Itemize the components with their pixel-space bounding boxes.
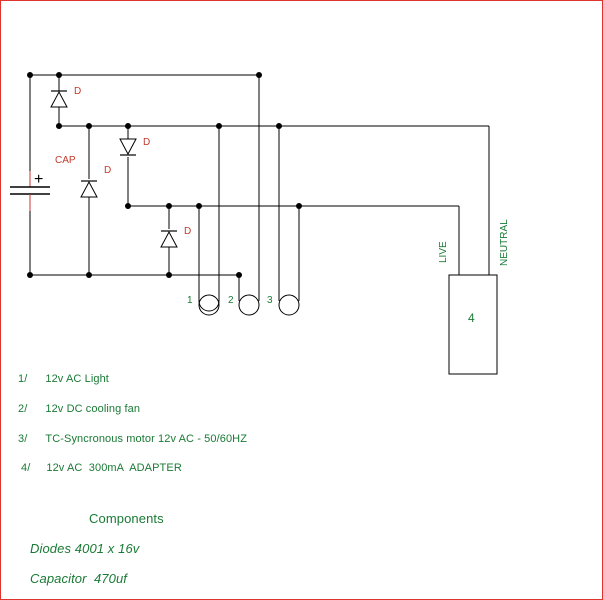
legend-num-4: 4/ [21,462,31,474]
adapter-label: 4 [468,311,475,325]
legend-num-1: 1/ [18,373,28,385]
legend-text-3: TC-Syncronous motor 12v AC - 50/60HZ [45,433,248,445]
load-2-symbol [238,294,260,316]
load-2-label: 2 [228,295,234,306]
diode-label-d4: D [184,226,191,237]
legend-text-1: 12v AC Light [45,373,109,385]
load-3-symbol [278,294,300,316]
junction-dots [27,72,302,278]
legend-text-4: 12v AC 300mA ADAPTER [46,462,182,474]
load-1-label: 1 [187,295,193,306]
capacitor-plus-sign: + [34,171,43,188]
legend-item-4: 4/12v AC 300mA ADAPTER [21,462,182,474]
diode-label-d1: D [74,86,81,97]
diode-d2 [80,179,98,198]
components-diodes: Diodes 4001 x 16v [30,541,140,556]
capacitor-symbol: + [10,171,50,211]
load-3-label: 3 [267,295,273,306]
legend-text-2: 12v DC cooling fan [45,403,141,415]
diode-d4 [160,229,178,248]
neutral-label: NEUTRAL [499,219,510,266]
adapter-box [448,274,498,375]
legend-num-2: 2/ [18,403,28,415]
diode-label-d2: D [104,165,111,176]
wires [29,74,490,301]
load-1-symbol [198,294,220,316]
capacitor-label: CAP [55,155,76,166]
diode-label-d3: D [143,137,150,148]
components-capacitor: Capacitor 470uf [30,571,127,586]
live-label: LIVE [438,241,449,263]
legend-num-3: 3/ [18,433,28,445]
legend-item-2: 2/12v DC cooling fan [18,403,140,415]
legend-item-1: 1/12v AC Light [18,373,109,385]
components-title: Components [89,511,164,526]
diode-d3 [119,138,137,157]
diode-d1 [50,81,68,117]
legend-item-3: 3/TC-Syncronous motor 12v AC - 50/60HZ [18,433,247,445]
